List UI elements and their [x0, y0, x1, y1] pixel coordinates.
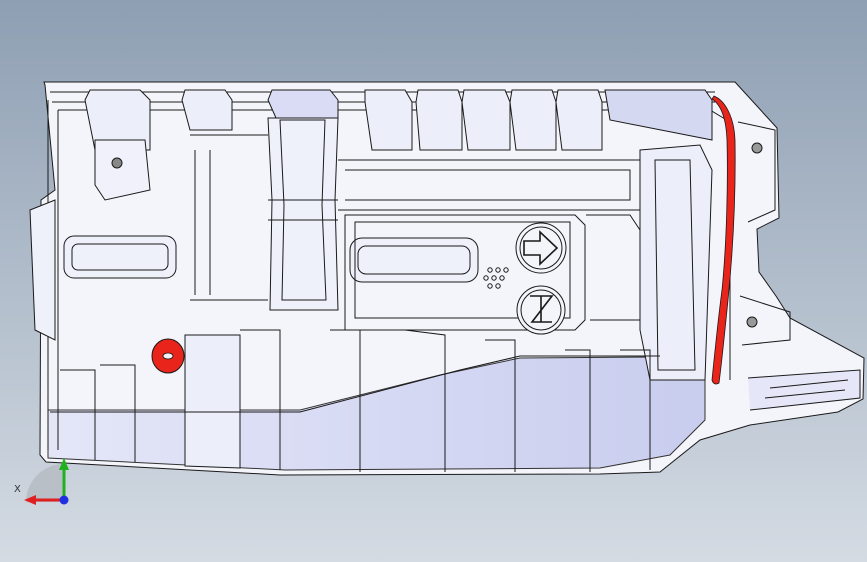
right-wall: [586, 144, 713, 381]
axis-x-label: X: [14, 484, 21, 495]
part-oil-pan[interactable]: [29, 81, 865, 476]
center-slot: [344, 214, 586, 331]
top-ribs: [84, 89, 713, 151]
central-channel: [267, 117, 339, 311]
left-flange: [29, 100, 59, 450]
lower-ribs: [50, 329, 660, 472]
bolt-boss-top-left: [94, 139, 151, 201]
right-flange: [737, 121, 861, 411]
selected-face-right-seal[interactable]: [711, 95, 736, 385]
selected-face-drain-plug[interactable]: [151, 338, 185, 374]
axis-triad: [24, 458, 69, 505]
dot-pattern: [483, 267, 509, 289]
recycle-emblem-icon: [516, 285, 566, 335]
arrow-emblem-icon: [515, 222, 567, 274]
horizontal-rails: [190, 134, 641, 301]
left-slot: [63, 235, 177, 279]
